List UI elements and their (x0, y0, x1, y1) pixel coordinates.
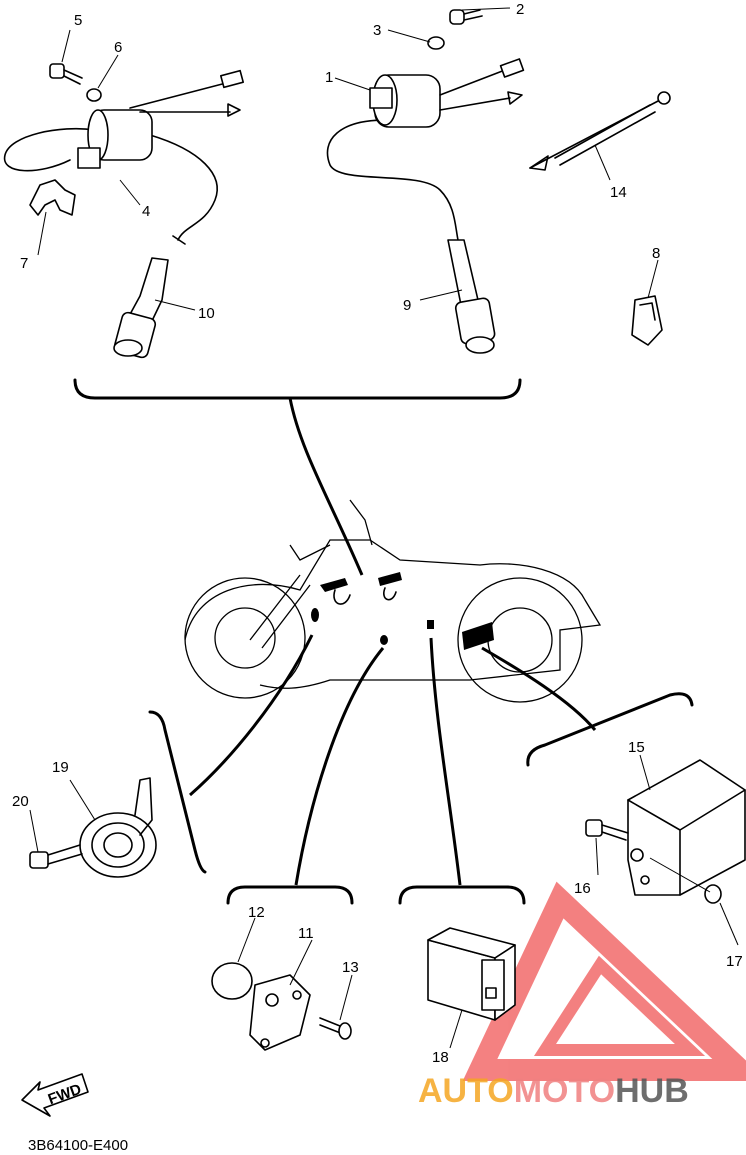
callout-15: 15 (628, 739, 645, 756)
group-bracket-relay (398, 885, 526, 905)
relay-18[interactable] (427, 927, 516, 1021)
svg-text:AUTOMOTOHUB: AUTOMOTOHUB (418, 1072, 689, 1110)
screw-13[interactable] (319, 1017, 352, 1040)
callout-1: 1 (325, 69, 333, 86)
clamp-8[interactable] (631, 295, 663, 346)
callout-11: 11 (298, 925, 314, 942)
callout-19: 19 (52, 759, 69, 776)
callout-17: 17 (726, 953, 743, 970)
callout-7: 7 (20, 255, 28, 272)
callout-8: 8 (652, 245, 660, 262)
pointer-top (288, 397, 364, 576)
fwd-arrow-icon: FWD (21, 1073, 89, 1117)
washer-3[interactable] (427, 36, 445, 50)
brand-part-hub: HUB (615, 1072, 689, 1110)
wire-lead-14[interactable] (529, 91, 671, 171)
callout-5: 5 (74, 12, 82, 29)
pointer-sensor (294, 647, 385, 886)
sensor-cover-11[interactable] (249, 974, 311, 1051)
bolt-20[interactable] (29, 844, 83, 869)
collar-17[interactable] (649, 857, 722, 904)
group-bracket-horn (148, 710, 207, 874)
callout-9: 9 (403, 297, 411, 314)
ignition-coil-right[interactable] (326, 58, 525, 241)
leader-lines (29, 7, 739, 1049)
callout-14: 14 (610, 184, 627, 201)
watermark-brand: AUTOMOTOHUB (418, 1072, 689, 1110)
washer-6[interactable] (86, 88, 102, 102)
drawing-code: 3B64100-E400 (28, 1137, 128, 1154)
callout-10: 10 (198, 305, 215, 322)
callout-4: 4 (142, 203, 150, 220)
bolt-5[interactable] (49, 63, 83, 85)
group-bracket-cdi (526, 692, 694, 767)
motorcycle-silhouette (184, 499, 602, 703)
callout-16: 16 (574, 880, 591, 897)
brand-part-auto: AUTO (418, 1072, 514, 1110)
cdi-unit-15[interactable] (627, 759, 746, 896)
pointer-relay (429, 637, 462, 886)
group-bracket-top (73, 378, 522, 400)
clip-holder[interactable] (29, 179, 76, 216)
pointer-cdi (481, 646, 597, 731)
horn-19[interactable] (79, 777, 157, 878)
group-bracket-sensor (226, 885, 354, 905)
callout-3: 3 (373, 22, 381, 39)
callouts: 1 2 3 4 5 6 7 8 9 10 11 12 13 14 15 16 1… (12, 1, 743, 1066)
callout-2: 2 (516, 1, 524, 18)
pointer-horn (189, 634, 314, 797)
bolt-16[interactable] (585, 819, 629, 841)
callout-18: 18 (432, 1049, 449, 1066)
callout-13: 13 (342, 959, 359, 976)
o-ring-12[interactable] (211, 962, 253, 1000)
screw-2[interactable] (449, 9, 483, 25)
callout-12: 12 (248, 904, 265, 921)
spark-plug-cap-left[interactable] (113, 257, 169, 359)
spark-plug-cap-right[interactable] (447, 239, 496, 354)
callout-20: 20 (12, 793, 29, 810)
ignition-coil-left[interactable] (3, 69, 245, 245)
triangle-logo-icon (462, 881, 746, 1081)
callout-6: 6 (114, 39, 122, 56)
brand-part-moto: MOTO (514, 1072, 615, 1110)
